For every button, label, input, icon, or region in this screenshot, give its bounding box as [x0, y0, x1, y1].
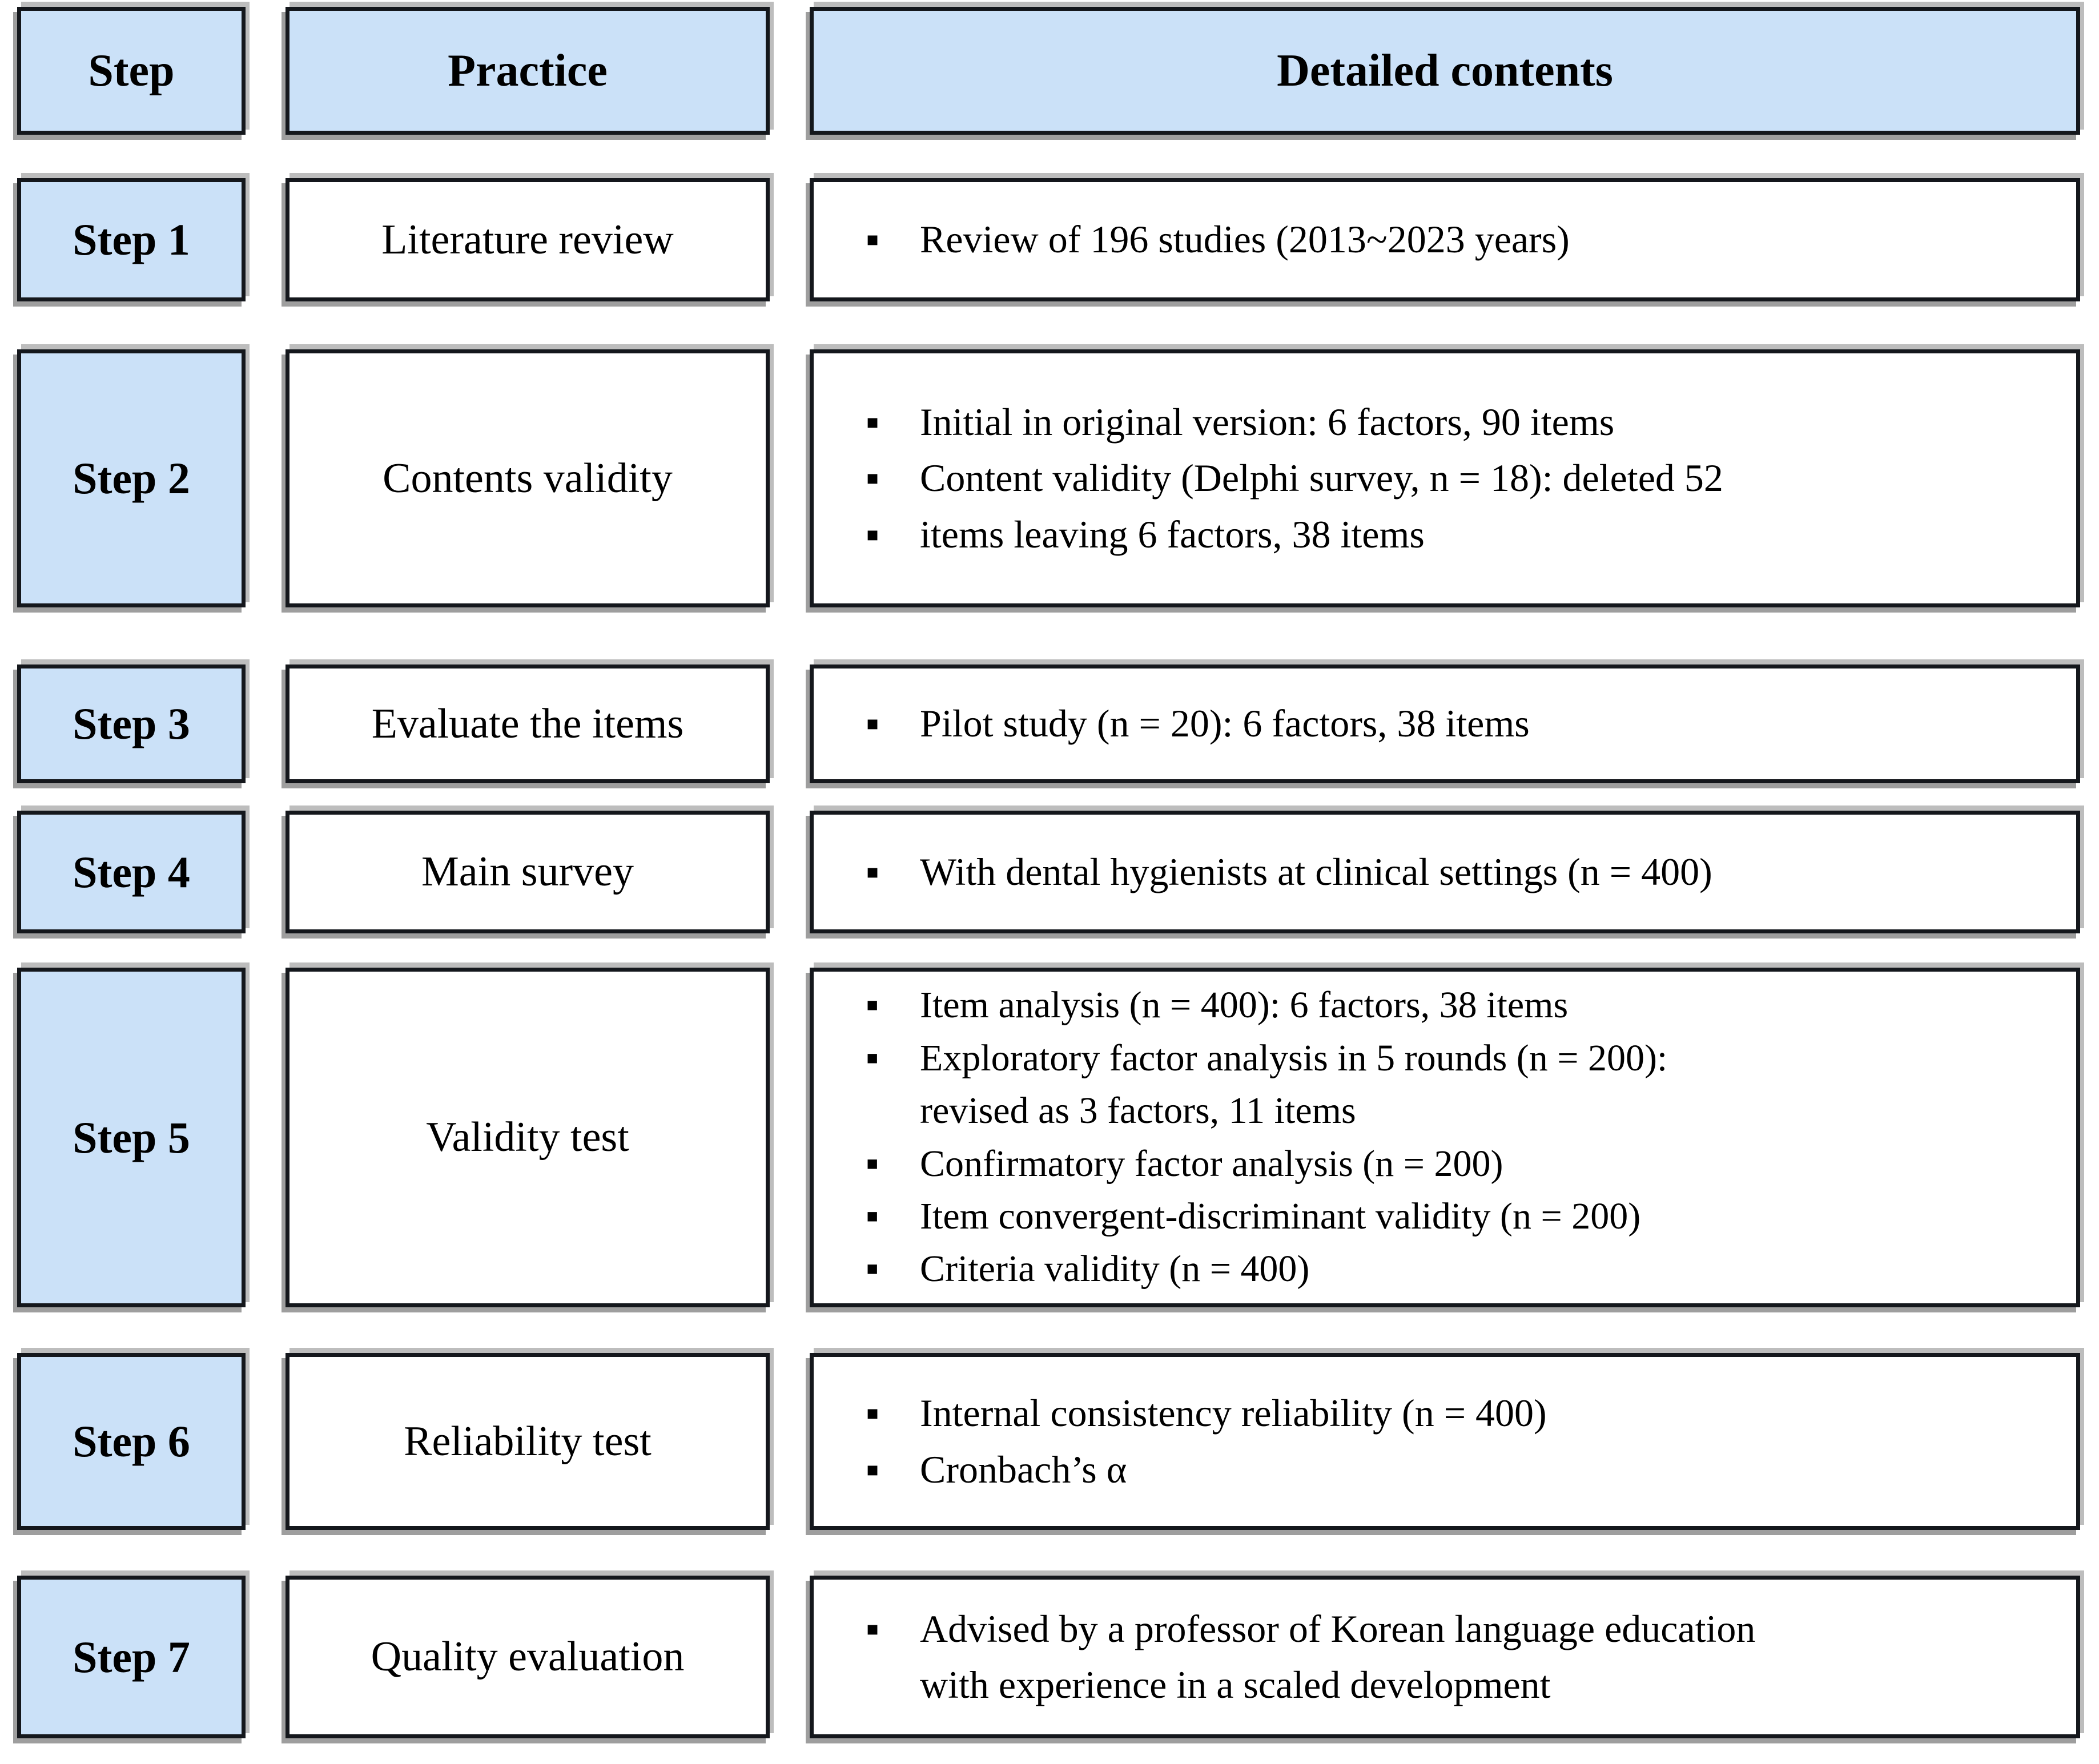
step-1-details-list: Review of 196 studies (2013~2023 years)	[814, 211, 2076, 268]
step-2-details-box: Initial in original version: 6 factors, …	[810, 349, 2080, 607]
detail-item: Criteria validity (n = 400)	[814, 1243, 2053, 1296]
step-5-practice-label: Validity test	[426, 1114, 629, 1161]
step-2-practice-box: Contents validity	[286, 349, 770, 607]
detail-item: With dental hygienists at clinical setti…	[814, 845, 2053, 899]
step-5-details-list: Item analysis (n = 400): 6 factors, 38 i…	[814, 979, 2076, 1296]
step-2-practice-label: Contents validity	[383, 454, 673, 502]
header-details: Detailed contents	[810, 7, 2080, 135]
step-5-practice-box: Validity test	[286, 968, 770, 1307]
step-3-practice-label: Evaluate the items	[371, 700, 684, 747]
row-step-4: Step 4 Main survey With dental hygienist…	[17, 811, 2099, 933]
step-2-label: Step 2	[73, 453, 190, 503]
detail-item: Confirmatory factor analysis (n = 200)	[814, 1138, 2053, 1191]
header-row: Step Practice Detailed contents	[17, 7, 2099, 135]
step-4-details-list: With dental hygienists at clinical setti…	[814, 843, 2076, 901]
step-1-badge: Step 1	[17, 178, 246, 301]
detail-item: Advised by a professor of Korean languag…	[814, 1602, 2053, 1656]
detail-item: Initial in original version: 6 factors, …	[814, 395, 2053, 449]
step-7-label: Step 7	[73, 1632, 190, 1682]
step-5-label: Step 5	[73, 1112, 190, 1162]
detail-item: Exploratory factor analysis in 5 rounds …	[814, 1032, 2053, 1085]
step-4-practice-label: Main survey	[421, 848, 634, 895]
row-step-3: Step 3 Evaluate the items Pilot study (n…	[17, 664, 2099, 783]
header-step-label: Step	[88, 45, 175, 96]
step-7-details-box: Advised by a professor of Korean languag…	[810, 1576, 2080, 1738]
step-5-details-box: Item analysis (n = 400): 6 factors, 38 i…	[810, 968, 2080, 1307]
step-6-practice-box: Reliability test	[286, 1353, 770, 1530]
step-3-details-box: Pilot study (n = 20): 6 factors, 38 item…	[810, 664, 2080, 783]
step-3-details-list: Pilot study (n = 20): 6 factors, 38 item…	[814, 695, 2076, 752]
step-4-practice-box: Main survey	[286, 811, 770, 933]
detail-item: Review of 196 studies (2013~2023 years)	[814, 212, 2053, 267]
step-3-badge: Step 3	[17, 664, 246, 783]
step-6-details-box: Internal consistency reliability (n = 40…	[810, 1353, 2080, 1530]
step-3-practice-box: Evaluate the items	[286, 664, 770, 783]
detail-item: Item convergent-discriminant validity (n…	[814, 1190, 2053, 1243]
step-7-details-list: Advised by a professor of Korean languag…	[814, 1600, 2076, 1714]
detail-item: Item analysis (n = 400): 6 factors, 38 i…	[814, 979, 2053, 1032]
detail-item: Pilot study (n = 20): 6 factors, 38 item…	[814, 696, 2053, 751]
header-practice-label: Practice	[448, 45, 608, 96]
step-7-badge: Step 7	[17, 1576, 246, 1738]
header-details-label: Detailed contents	[1277, 45, 1613, 96]
step-6-practice-label: Reliability test	[404, 1417, 652, 1465]
detail-item: items leaving 6 factors, 38 items	[814, 508, 2053, 562]
step-7-practice-box: Quality evaluation	[286, 1576, 770, 1738]
step-6-badge: Step 6	[17, 1353, 246, 1530]
step-2-details-list: Initial in original version: 6 factors, …	[814, 393, 2076, 563]
step-6-label: Step 6	[73, 1416, 190, 1466]
step-4-label: Step 4	[73, 847, 190, 897]
step-4-details-box: With dental hygienists at clinical setti…	[810, 811, 2080, 933]
row-step-2: Step 2 Contents validity Initial in orig…	[17, 349, 2099, 607]
step-3-label: Step 3	[73, 699, 190, 748]
row-step-5: Step 5 Validity test Item analysis (n = …	[17, 968, 2099, 1307]
detail-item-continuation: revised as 3 factors, 11 items	[920, 1090, 1356, 1132]
row-step-7: Step 7 Quality evaluation Advised by a p…	[17, 1576, 2099, 1738]
step-6-details-list: Internal consistency reliability (n = 40…	[814, 1384, 2076, 1498]
step-5-badge: Step 5	[17, 968, 246, 1307]
header-practice: Practice	[286, 7, 770, 135]
step-2-badge: Step 2	[17, 349, 246, 607]
header-step: Step	[17, 7, 246, 135]
detail-item-continuation: with experience in a scaled development	[920, 1663, 1551, 1706]
detail-item: Content validity (Delphi survey, n = 18)…	[814, 451, 2053, 505]
step-1-practice-box: Literature review	[286, 178, 770, 301]
step-7-practice-label: Quality evaluation	[371, 1633, 685, 1680]
step-1-practice-label: Literature review	[381, 216, 674, 263]
row-step-6: Step 6 Reliability test Internal consist…	[17, 1353, 2099, 1530]
detail-item: Internal consistency reliability (n = 40…	[814, 1386, 2053, 1440]
step-1-details-box: Review of 196 studies (2013~2023 years)	[810, 178, 2080, 301]
detail-item: Cronbach’s α	[814, 1443, 2053, 1497]
step-1-label: Step 1	[73, 215, 190, 264]
step-4-badge: Step 4	[17, 811, 246, 933]
row-step-1: Step 1 Literature review Review of 196 s…	[17, 178, 2099, 301]
